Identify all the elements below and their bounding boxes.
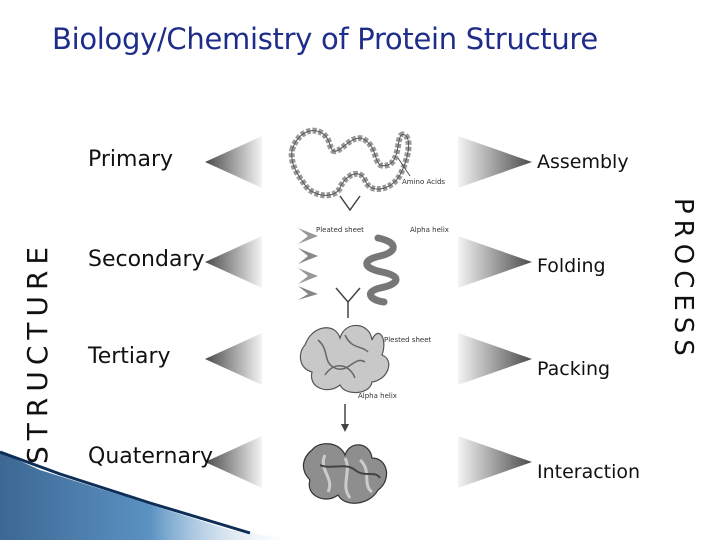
left-arrow-secondary bbox=[205, 236, 262, 288]
level-secondary: Secondary bbox=[88, 247, 205, 272]
svg-text:Alpha helix: Alpha helix bbox=[358, 392, 397, 400]
tertiary-structure-image: Plested sheet Alpha helix bbox=[299, 324, 432, 432]
left-arrow-primary bbox=[205, 136, 262, 188]
process-folding: Folding bbox=[537, 255, 606, 277]
level-tertiary: Tertiary bbox=[88, 344, 171, 369]
left-arrow-quaternary bbox=[205, 436, 262, 488]
level-quaternary: Quaternary bbox=[88, 444, 214, 469]
right-arrow-primary bbox=[458, 136, 532, 188]
svg-text:Pleated sheet: Pleated sheet bbox=[316, 226, 364, 234]
right-arrows bbox=[458, 136, 532, 488]
process-axis-label: PROCESS bbox=[668, 198, 698, 362]
level-primary: Primary bbox=[88, 147, 174, 172]
process-packing: Packing bbox=[537, 358, 611, 380]
svg-text:Alpha helix: Alpha helix bbox=[410, 226, 449, 234]
slide-title: Biology/Chemistry of Protein Structure bbox=[52, 22, 598, 56]
quaternary-structure-image bbox=[302, 443, 388, 504]
right-arrow-secondary bbox=[458, 236, 532, 288]
right-arrow-tertiary bbox=[458, 333, 532, 385]
primary-structure-image: Amino Acids bbox=[288, 127, 445, 212]
right-arrow-quaternary bbox=[458, 436, 532, 488]
structure-axis-label: STRUCTURE bbox=[21, 240, 54, 464]
left-arrows bbox=[205, 136, 262, 488]
process-assembly: Assembly bbox=[537, 151, 629, 173]
svg-text:Amino Acids: Amino Acids bbox=[402, 178, 445, 186]
secondary-structure-image: Pleated sheet Alpha helix bbox=[298, 226, 449, 318]
left-arrow-tertiary bbox=[205, 333, 262, 385]
decorative-swoosh bbox=[0, 452, 300, 540]
svg-text:Plested sheet: Plested sheet bbox=[384, 336, 432, 344]
process-interaction: Interaction bbox=[537, 461, 641, 483]
